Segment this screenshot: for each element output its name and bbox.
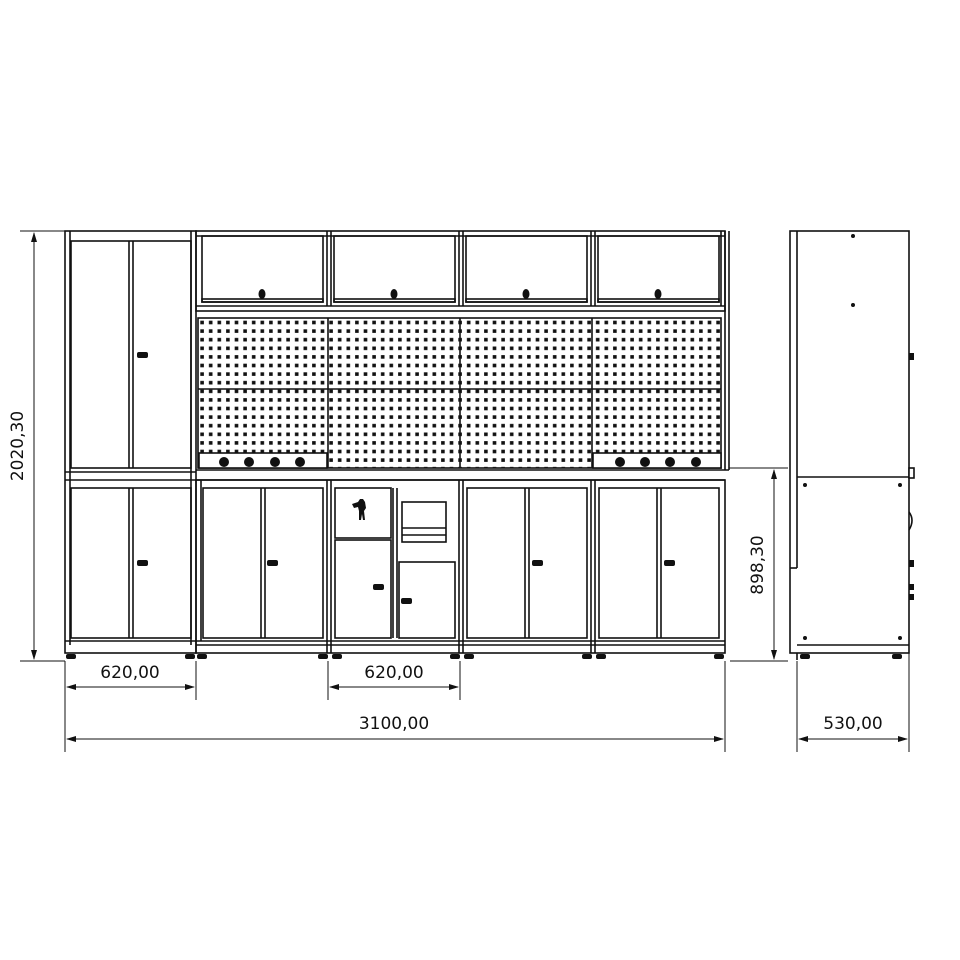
hook-icon	[244, 457, 254, 467]
dimension-total-height: 2020,30	[8, 411, 28, 481]
hook-icon	[270, 457, 280, 467]
hook-icon	[640, 457, 650, 467]
lock-icon	[522, 289, 530, 299]
dimension-total-width: 3100,00	[359, 714, 429, 734]
handle-icon	[532, 560, 543, 566]
tall-cabinet	[64, 230, 197, 659]
handle-icon	[137, 352, 148, 358]
dimension-lines	[20, 230, 910, 752]
hook-icon	[615, 457, 625, 467]
wall-cabinets	[195, 230, 726, 312]
dimension-module-width-center: 620,00	[364, 663, 423, 683]
handle-icon	[137, 560, 148, 566]
pegboard	[197, 231, 730, 470]
handle-icon	[267, 560, 278, 566]
front-view	[64, 230, 730, 659]
hook-icon	[295, 457, 305, 467]
handle-icon	[401, 598, 412, 604]
lock-icon	[390, 289, 398, 299]
dimension-depth: 530,00	[823, 714, 882, 734]
side-view	[789, 230, 915, 660]
drawer-panel	[401, 501, 447, 543]
lock-icon	[654, 289, 662, 299]
dimension-module-width-left: 620,00	[100, 663, 159, 683]
person-symbol-icon	[352, 499, 366, 520]
base-cabinets	[195, 479, 726, 659]
hook-icon	[691, 457, 701, 467]
hook-icon	[219, 457, 229, 467]
dimension-bench-height: 898,30	[748, 535, 768, 594]
hook-icon	[665, 457, 675, 467]
handle-icon	[664, 560, 675, 566]
handle-icon	[373, 584, 384, 590]
lock-icon	[258, 289, 266, 299]
